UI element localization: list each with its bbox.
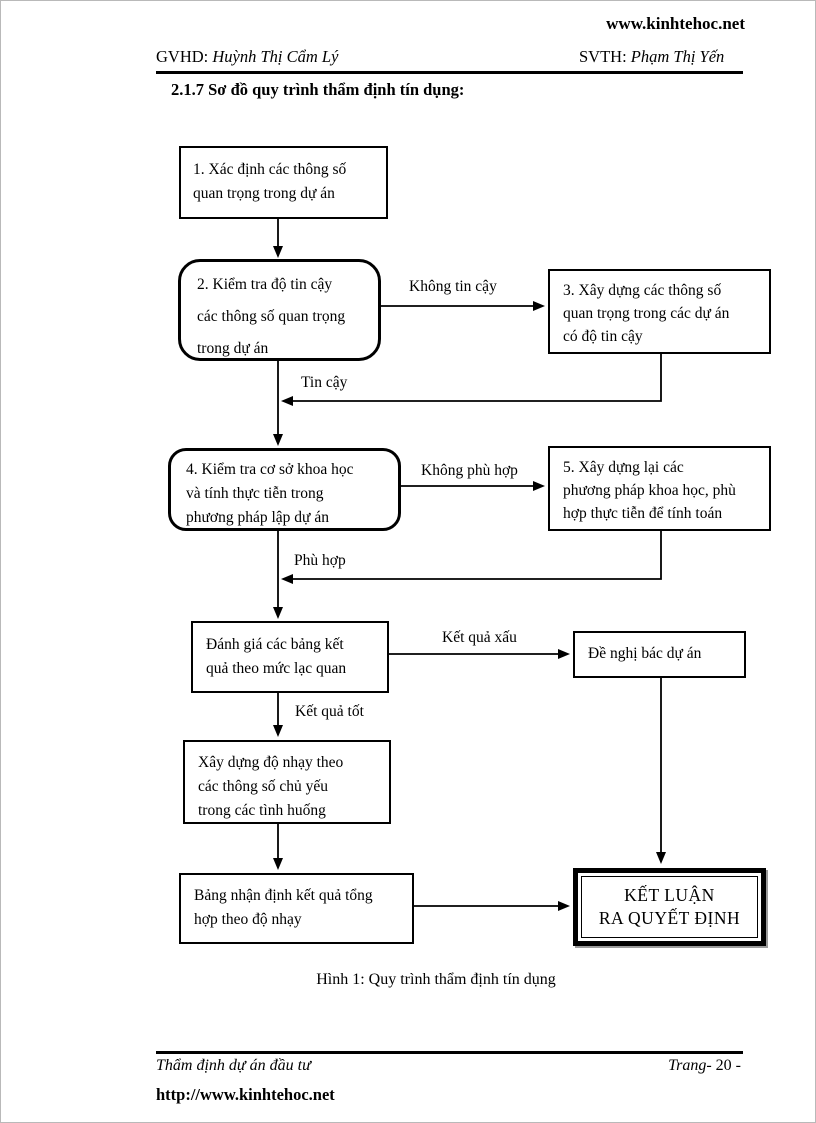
flow-box-reject-project: Đề nghị bác dự án: [573, 631, 746, 678]
edge-label-not-suitable: Không phù hợp: [421, 462, 518, 479]
edge-label-not-reliable: Không tin cậy: [409, 278, 497, 295]
footer-document-title: Thẩm định dự án đầu tư: [156, 1057, 311, 1074]
footer-divider: [156, 1051, 743, 1054]
figure-caption: Hình 1: Quy trình thẩm định tín dụng: [316, 971, 556, 988]
advisor-label: GVHD:: [156, 47, 209, 66]
flow-box-rebuild-methods: 5. Xây dựng lại các phương pháp khoa học…: [548, 446, 771, 531]
flow-box-summary-table: Bảng nhận định kết quả tổng hợp theo độ …: [179, 873, 414, 944]
advisor-line: GVHD: Huỳnh Thị Cẩm Lý: [156, 47, 338, 67]
footer-site-url: http://www.kinhtehoc.net: [156, 1085, 335, 1104]
edge-label-suitable: Phù hợp: [294, 552, 346, 569]
page-label: Trang-: [668, 1057, 712, 1074]
footer-page-number: Trang- 20 -: [668, 1057, 741, 1075]
conclusion-text: KẾT LUẬN RA QUYẾT ĐỊNH: [581, 876, 758, 938]
flow-box-check-reliability: 2. Kiểm tra độ tin cậy các thông số quan…: [178, 259, 381, 361]
flow-box-define-parameters: 1. Xác định các thông số quan trọng tron…: [179, 146, 388, 219]
section-title: 2.1.7 Sơ đồ quy trình thẩm định tín dụng…: [171, 80, 465, 99]
page-value: 20 -: [711, 1057, 741, 1074]
student-name: Phạm Thị Yến: [626, 47, 725, 66]
edge-label-good-result: Kết quả tốt: [295, 703, 364, 720]
flow-box-check-scientific-basis: 4. Kiểm tra cơ sở khoa học và tính thực …: [168, 448, 401, 531]
edge-label-reliable: Tin cậy: [301, 374, 348, 391]
student-line: SVTH: Phạm Thị Yến: [579, 47, 724, 67]
header-site-url: www.kinhtehoc.net: [606, 14, 745, 33]
advisor-name: Huỳnh Thị Cẩm Lý: [208, 47, 339, 66]
flow-box-conclusion: KẾT LUẬN RA QUYẾT ĐỊNH: [573, 868, 766, 946]
header-divider: [156, 71, 743, 74]
edge-label-bad-result: Kết quả xấu: [442, 629, 517, 646]
flow-box-sensitivity-analysis: Xây dựng độ nhạy theo các thông số chủ y…: [183, 740, 391, 824]
student-label: SVTH:: [579, 47, 627, 66]
flow-box-build-reliable-parameters: 3. Xây dựng các thông số quan trọng tron…: [548, 269, 771, 354]
flow-box-evaluate-results: Đánh giá các bảng kết quả theo mức lạc q…: [191, 621, 389, 693]
